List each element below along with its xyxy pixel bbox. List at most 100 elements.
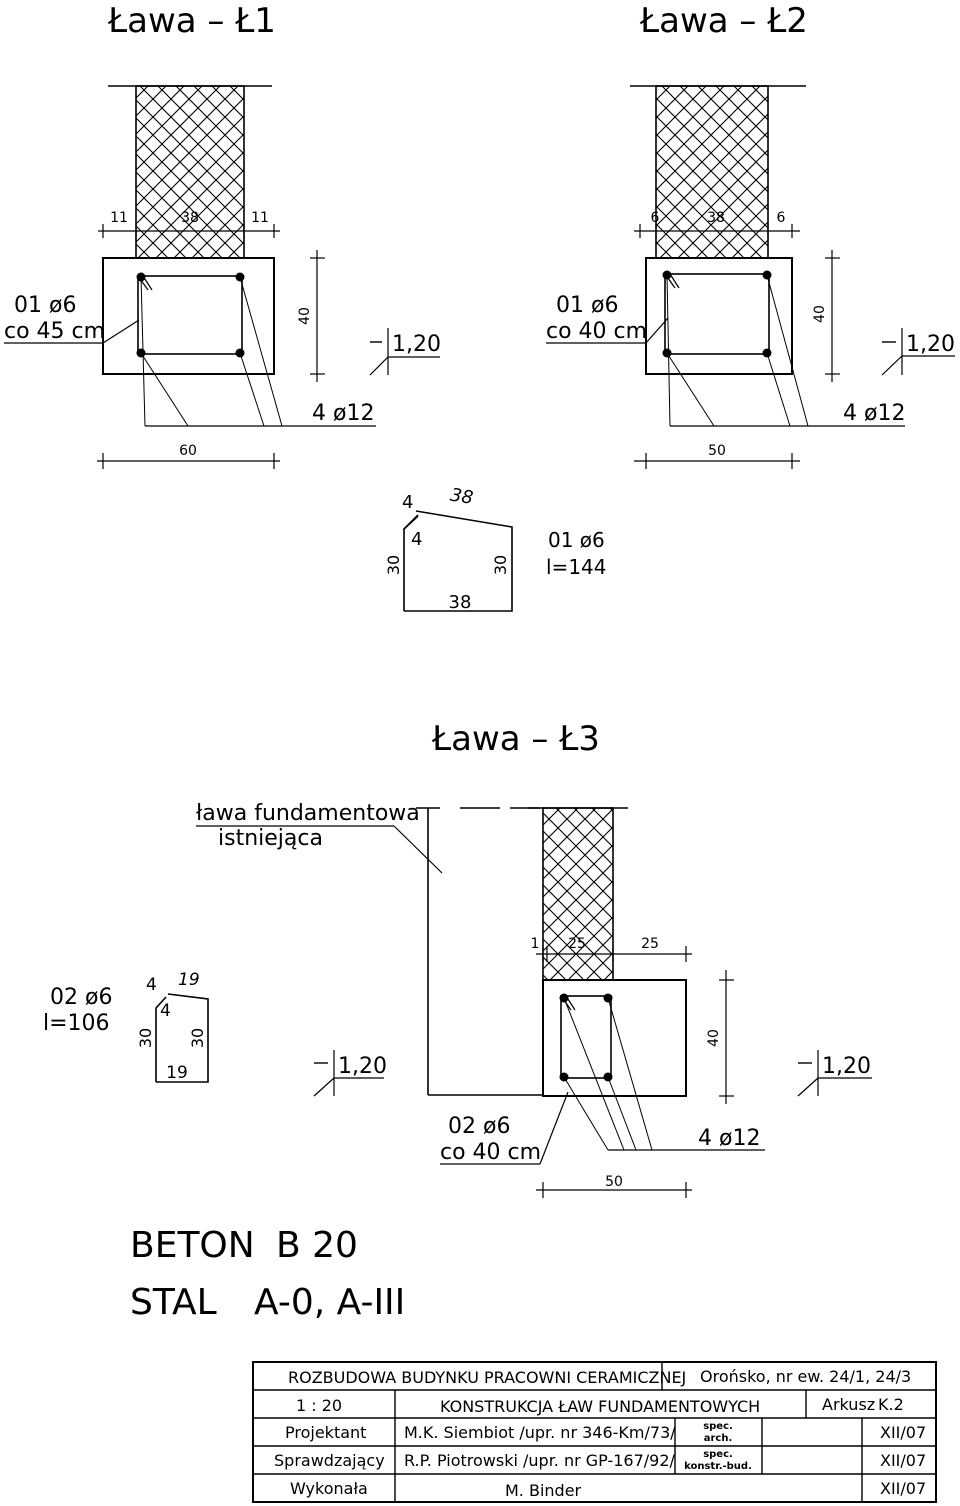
shape01-hook-b: 4 bbox=[411, 529, 422, 550]
stirrup-shape-01: 4 38 4 30 30 38 01 ø6 l=144 bbox=[384, 485, 607, 613]
l1-dim-mid: 38 bbox=[181, 210, 199, 226]
l3-title: Ława – Ł3 bbox=[431, 719, 600, 759]
shape01-label-1: 01 ø6 bbox=[548, 528, 605, 552]
tb-location: Orońsko, nr ew. 24/1, 24/3 bbox=[700, 1367, 911, 1386]
materials: BETON B 20 STAL A-0, A-III bbox=[130, 1225, 405, 1323]
l3-top-dimension: 1 25 25 bbox=[531, 936, 692, 962]
shape02-bottom: 19 bbox=[166, 1063, 188, 1083]
l3-level-left-value: 1,20 bbox=[338, 1054, 387, 1079]
l1-height: 40 bbox=[297, 307, 313, 325]
l1-width: 60 bbox=[179, 443, 197, 459]
tb-r1-spec-2: arch. bbox=[704, 1433, 733, 1444]
l1-dim-left: 11 bbox=[110, 210, 128, 226]
l3-dim-3: 25 bbox=[641, 936, 659, 952]
l3-dim-2: 25 bbox=[568, 936, 586, 952]
shape02-hook-a: 4 bbox=[146, 975, 157, 995]
tb-r1-date: XII/07 bbox=[880, 1423, 926, 1442]
l3-width: 50 bbox=[605, 1174, 623, 1190]
tb-r1-spec-1: spec. bbox=[703, 1421, 733, 1432]
tb-r1-name: M.K. Siembiot /upr. nr 346-Km/73/ bbox=[404, 1423, 676, 1442]
l1-level: 1,20 bbox=[392, 332, 441, 357]
l1-wall-dimension: 11 38 11 bbox=[98, 210, 280, 238]
l2-dim-mid: 38 bbox=[707, 210, 725, 226]
tb-project: ROZBUDOWA BUDYNKU PRACOWNI CERAMICZNEJ bbox=[288, 1368, 686, 1387]
l1-height-dimension: 40 bbox=[297, 250, 325, 382]
tb-r3-date: XII/07 bbox=[880, 1479, 926, 1498]
footing-l2: Ława – Ł2 6 38 6 bbox=[546, 1, 955, 469]
l2-dim-left: 6 bbox=[651, 210, 660, 226]
l2-title: Ława – Ł2 bbox=[639, 1, 808, 41]
l1-title: Ława – Ł1 bbox=[107, 1, 276, 41]
l3-existing-1: ława fundamentowa bbox=[196, 801, 420, 826]
l3-bars: 4 ø12 bbox=[698, 1126, 760, 1151]
l3-stirrup-label-1: 02 ø6 bbox=[448, 1114, 510, 1139]
stal-value: A-0, A-III bbox=[254, 1282, 405, 1323]
l2-wall bbox=[630, 85, 806, 259]
l2-level: 1,20 bbox=[906, 332, 955, 357]
l2-stirrup bbox=[664, 273, 770, 355]
l3-height-dimension: 40 bbox=[706, 970, 734, 1104]
l2-footing-section bbox=[645, 257, 809, 427]
shape02-right: 30 bbox=[188, 1028, 207, 1048]
l3-stirrup-label-2: co 40 cm bbox=[440, 1140, 541, 1165]
tb-sheet-label: Arkusz bbox=[822, 1395, 875, 1414]
l3-footing-section bbox=[542, 979, 687, 1151]
l1-bars-label: 4 ø12 bbox=[145, 401, 376, 427]
l3-level-right-value: 1,20 bbox=[822, 1054, 871, 1079]
l2-stirrup-label-1: 01 ø6 bbox=[556, 293, 618, 318]
l3-level-left: 1,20 bbox=[313, 1050, 387, 1097]
shape01-left: 30 bbox=[384, 555, 403, 575]
tb-r3-role: Wykonała bbox=[290, 1479, 368, 1498]
l3-existing-2: istniejąca bbox=[218, 826, 323, 851]
footing-l1: Ława – Ł1 11 38 11 bbox=[4, 1, 441, 469]
shape02-top: 19 bbox=[178, 970, 200, 990]
l3-width-dimension: 50 bbox=[536, 1174, 692, 1198]
shape02-label-2: l=106 bbox=[43, 1011, 110, 1036]
l1-width-dimension: 60 bbox=[97, 443, 280, 469]
l2-height: 40 bbox=[812, 305, 828, 323]
tb-r2-spec-2: konstr.-bud. bbox=[684, 1461, 752, 1472]
l3-dim-1: 1 bbox=[531, 936, 540, 952]
shape01-right: 30 bbox=[491, 555, 510, 575]
tb-r2-name: R.P. Piotrowski /upr. nr GP-167/92/ bbox=[404, 1451, 676, 1470]
l1-dim-right: 11 bbox=[251, 210, 269, 226]
l2-height-dimension: 40 bbox=[812, 250, 840, 382]
tb-sheet: K.2 bbox=[878, 1395, 904, 1414]
l1-footing-section bbox=[102, 257, 283, 427]
l2-bars-label: 4 ø12 bbox=[670, 401, 905, 427]
l1-stirrup-label-2: co 45 cm bbox=[4, 319, 105, 344]
title-block: ROZBUDOWA BUDYNKU PRACOWNI CERAMICZNEJ O… bbox=[252, 1361, 937, 1503]
shape01-bottom: 38 bbox=[449, 592, 472, 613]
l1-stirrup-label-1: 01 ø6 bbox=[14, 293, 76, 318]
stal-label: STAL bbox=[130, 1282, 217, 1323]
tb-r2-spec-1: spec. bbox=[703, 1449, 733, 1460]
footing-l3: Ława – Ł3 ława fundamentowa istniejąca 1 bbox=[196, 719, 872, 1198]
l3-existing-footing bbox=[416, 807, 543, 1096]
l3-stirrup-label: 02 ø6 co 40 cm bbox=[440, 1091, 569, 1165]
shape02-label-1: 02 ø6 bbox=[50, 985, 112, 1010]
shape02-hook-b: 4 bbox=[160, 1001, 171, 1021]
l3-level-right: 1,20 bbox=[797, 1050, 872, 1097]
shape01-hook-a: 4 bbox=[402, 492, 413, 513]
beton-label: BETON bbox=[130, 1225, 255, 1266]
l2-stirrup-label: 01 ø6 co 40 cm bbox=[546, 293, 669, 344]
l3-height: 40 bbox=[706, 1029, 722, 1047]
tb-scale: 1 : 20 bbox=[296, 1396, 342, 1415]
tb-drawing: KONSTRUKCJA ŁAW FUNDAMENTOWYCH bbox=[440, 1397, 760, 1416]
l1-wall bbox=[108, 85, 272, 259]
l2-wall-dimension: 6 38 6 bbox=[634, 210, 800, 238]
tb-r3-name: M. Binder bbox=[505, 1481, 582, 1500]
l2-width: 50 bbox=[708, 443, 726, 459]
l3-bars-label: 4 ø12 bbox=[608, 1126, 765, 1151]
shape01-top: 38 bbox=[449, 485, 475, 509]
l1-level-mark: 1,20 bbox=[369, 328, 441, 376]
shape01-label-2: l=144 bbox=[546, 555, 607, 579]
l3-stirrup bbox=[560, 995, 612, 1079]
tb-r2-date: XII/07 bbox=[880, 1451, 926, 1470]
tb-r1-role: Projektant bbox=[285, 1423, 366, 1442]
l2-bars: 4 ø12 bbox=[843, 401, 905, 426]
l1-stirrup bbox=[137, 275, 243, 355]
l3-wall bbox=[528, 807, 628, 981]
l1-bars: 4 ø12 bbox=[312, 401, 374, 426]
l3-existing-label: ława fundamentowa istniejąca bbox=[196, 801, 443, 874]
